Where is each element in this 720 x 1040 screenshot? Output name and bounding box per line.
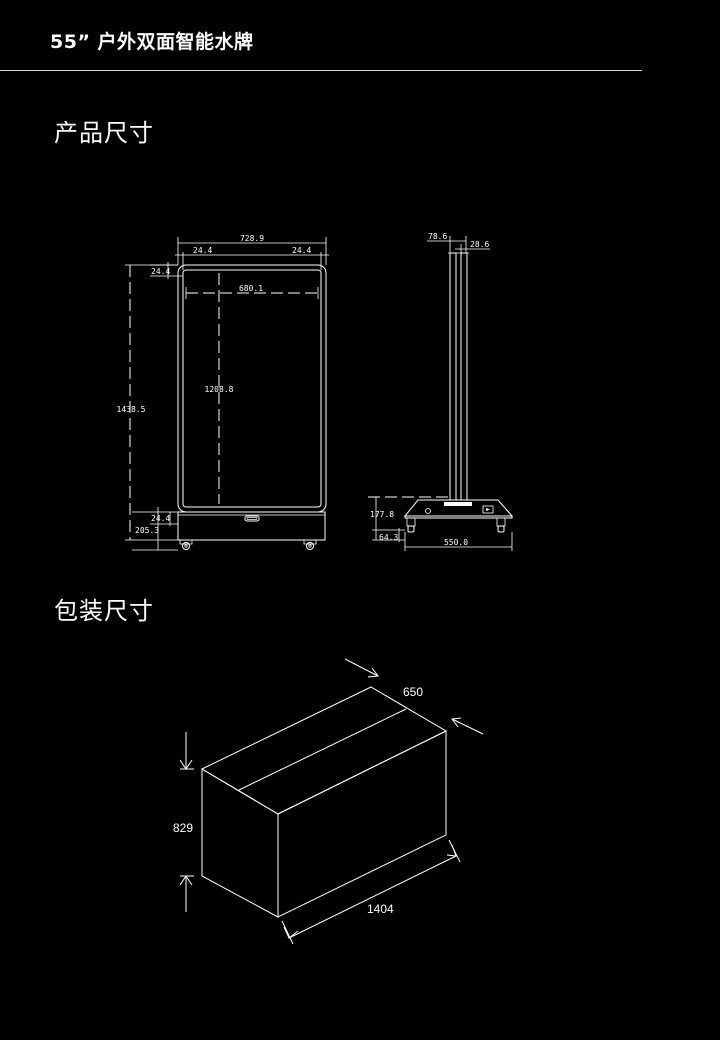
box-height-label: 829	[173, 821, 193, 835]
box-top-face	[200, 686, 448, 815]
page-title: 55” 户外双面智能水牌	[50, 31, 254, 53]
arrow-length	[288, 855, 457, 939]
dim-screen-width: 680.1	[239, 284, 263, 293]
side-pole-right	[460, 252, 468, 501]
arrow-depth-right	[451, 718, 484, 735]
arrow-depth-top	[344, 658, 379, 677]
section-title-package: 包装尺寸	[54, 597, 154, 625]
side-view-drawing: 78.6 28.6 177.8 64.3 550.0	[368, 232, 514, 551]
front-wheel-right	[303, 539, 317, 550]
front-view-drawing: 728.9 24.4 24.4 24.4 680.1 1208.8 1438.5…	[117, 234, 329, 551]
dim-base-margin: 24.4	[151, 514, 170, 523]
dim-front-margin-top: 24.4	[151, 267, 170, 276]
dim-screen-height: 1208.8	[205, 385, 234, 394]
dim-total-height: 1438.5	[117, 405, 146, 414]
dim-side-wheel-height: 64.3	[379, 533, 398, 542]
dim-front-margin-right: 24.4	[292, 246, 311, 255]
front-wheel-left	[179, 539, 193, 550]
front-outer-frame	[177, 264, 327, 513]
dim-side-base-width: 550.0	[444, 538, 468, 547]
side-wheel-right	[496, 517, 506, 533]
dim-side-depth: 78.6	[428, 232, 447, 241]
front-screen	[182, 269, 322, 508]
dim-side-base-height: 177.8	[370, 510, 394, 519]
header-divider	[0, 70, 642, 71]
box-side-face	[201, 768, 279, 918]
dim-side-pole: 28.6	[470, 240, 489, 249]
dim-front-width: 728.9	[240, 234, 264, 243]
box-tape-line	[238, 708, 407, 791]
box-depth-label: 650	[403, 685, 423, 699]
dim-front-margin-left: 24.4	[193, 246, 212, 255]
side-wheel-left	[406, 517, 416, 533]
box-length-label: 1404	[367, 902, 394, 916]
package-box-drawing: 650 829 1404	[173, 658, 484, 945]
front-base	[177, 511, 326, 541]
dim-base-height: 205.3	[135, 526, 159, 535]
side-pole-left	[449, 252, 457, 501]
section-title-product: 产品尺寸	[54, 119, 154, 147]
front-base-slot	[244, 515, 260, 522]
